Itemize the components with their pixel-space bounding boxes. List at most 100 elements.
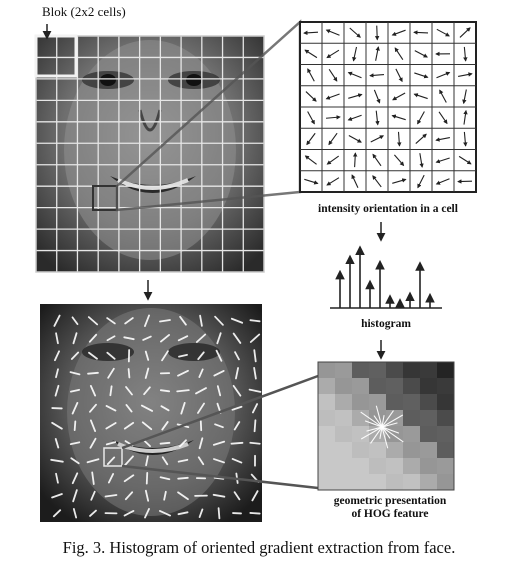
- hog-cell-pixel: [437, 362, 455, 379]
- hog-cell-pixel: [420, 426, 438, 443]
- hog-dash: [159, 319, 171, 323]
- hog-cell-pixel: [352, 410, 370, 427]
- hog-dash: [179, 439, 187, 448]
- hog-cell-pixel: [437, 378, 455, 395]
- orientation-arrow: [463, 131, 468, 147]
- hog-dash: [199, 314, 203, 327]
- hog-cell-pixel: [403, 394, 421, 411]
- orientation-arrow: [375, 46, 380, 61]
- orientation-arrow: [325, 93, 340, 100]
- orientation-arrow: [392, 92, 406, 101]
- hog-dash: [253, 419, 257, 433]
- orientation-arrow: [352, 152, 358, 168]
- hog-dash: [71, 316, 79, 326]
- hog-zoom-connector-top: [121, 374, 319, 450]
- hog-cell-pixel: [369, 378, 387, 395]
- hog-cell-pixel: [403, 362, 421, 379]
- hog-cell-pixel: [318, 426, 336, 443]
- orientation-arrow: [307, 111, 315, 125]
- hog-cell-pixel: [352, 362, 370, 379]
- hog-cell-pixel: [369, 474, 387, 491]
- hog-dash: [125, 386, 133, 396]
- orientation-arrow: [373, 89, 381, 104]
- histogram-label: histogram: [361, 318, 411, 330]
- hog-dash: [107, 367, 115, 379]
- hog-dash: [123, 510, 135, 517]
- hog-cell-pixel: [386, 442, 404, 459]
- hog-dash: [71, 472, 79, 485]
- hog-dash: [125, 404, 133, 413]
- hog-dash: [215, 349, 223, 362]
- orientation-arrow: [391, 114, 406, 121]
- orientation-arrow: [325, 29, 340, 36]
- hog-cell-pixel: [335, 410, 353, 427]
- hog-cell-pixel: [352, 378, 370, 395]
- orientation-arrow: [372, 175, 382, 188]
- hog-dash: [198, 437, 204, 450]
- orientation-arrow: [303, 30, 319, 36]
- hog-cell-pixel: [420, 394, 438, 411]
- hog-dash: [144, 314, 150, 327]
- hog-cell-pixel: [352, 458, 370, 475]
- hog-dash: [87, 316, 99, 326]
- hog-cell-pixel: [403, 378, 421, 395]
- hog-cell-pixel: [420, 442, 438, 459]
- hog-cell-pixel: [403, 474, 421, 491]
- hog-dash: [105, 441, 117, 446]
- hog-cell-pixel: [420, 410, 438, 427]
- hog-dash: [71, 402, 79, 415]
- orientation-arrow: [394, 47, 404, 61]
- orientation-grid: [299, 21, 477, 193]
- orientation-arrow: [347, 114, 362, 121]
- hog-dash: [212, 493, 226, 498]
- hog-dash: [214, 315, 224, 326]
- hog-dash: [50, 458, 64, 463]
- hog-dash: [127, 368, 131, 379]
- hog-cell-pixel: [420, 474, 438, 491]
- hog-dash: [159, 441, 171, 445]
- face-grid-image: [34, 34, 265, 273]
- hog-dash: [249, 441, 261, 445]
- hog-dash: [143, 386, 151, 396]
- orientation-arrow: [393, 154, 405, 167]
- hog-cell-pixel: [437, 394, 455, 411]
- orientation-arrow: [462, 89, 467, 105]
- hog-dash: [161, 456, 169, 466]
- orientation-arrow: [374, 25, 380, 41]
- hog-dash: [197, 351, 205, 361]
- orientation-arrow: [436, 28, 450, 37]
- hog-dash: [105, 405, 117, 412]
- hog-dash: [51, 493, 63, 499]
- hog-dash: [230, 441, 244, 445]
- hog-dash: [109, 385, 113, 397]
- hog-cell-pixel: [437, 426, 455, 443]
- hog-cell-pixel: [437, 442, 455, 459]
- hog-dash: [163, 490, 167, 501]
- hog-dash: [88, 351, 98, 360]
- hog-dash: [213, 458, 225, 464]
- hog-dash: [214, 423, 224, 429]
- hog-cell-pixel: [335, 458, 353, 475]
- hog-dash: [195, 387, 207, 395]
- orientation-arrow: [347, 71, 362, 79]
- hog-dash: [216, 332, 222, 345]
- orientation-arrow: [326, 155, 340, 165]
- hog-dash: [142, 335, 152, 341]
- hog-cell-pixel: [369, 394, 387, 411]
- hog-glyph-stroke: [366, 422, 398, 432]
- hog-dash: [179, 315, 187, 326]
- hog-dash: [54, 350, 60, 362]
- hog-dash: [123, 421, 135, 430]
- hog-cell-pixel: [420, 458, 438, 475]
- hog-dash: [145, 455, 149, 467]
- hog-cell-pixel: [403, 426, 421, 443]
- orientation-arrow: [413, 30, 429, 35]
- geometric-label-line1: geometric presentation: [333, 495, 447, 507]
- hog-cell-pixel: [403, 410, 421, 427]
- orientation-arrow: [304, 178, 319, 185]
- hog-dash: [70, 457, 80, 465]
- orientation-arrow: [436, 71, 451, 79]
- hog-dash: [55, 368, 59, 379]
- hog-dash: [144, 489, 150, 502]
- hog-cell-pixel: [335, 362, 353, 379]
